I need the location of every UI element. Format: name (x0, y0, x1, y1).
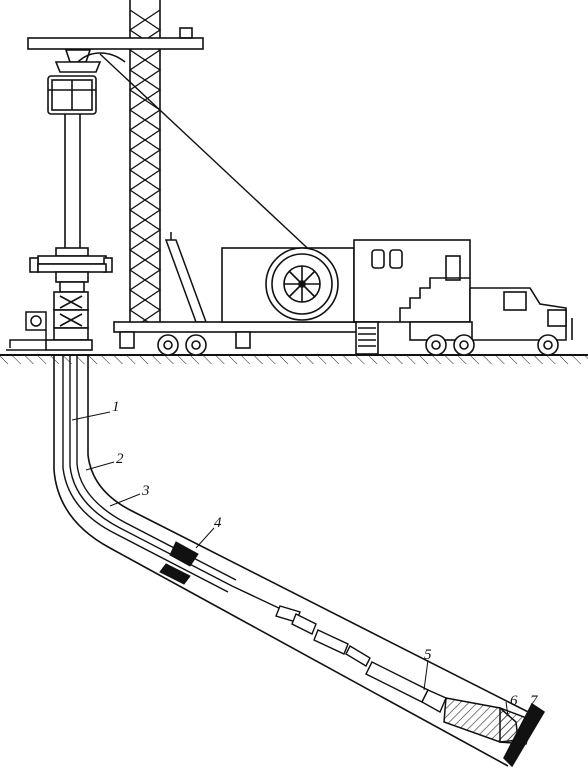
injector-head (47, 49, 126, 115)
guy-cable (99, 53, 319, 259)
label-2: 2 (116, 451, 124, 467)
mast-lift-cylinder (164, 232, 208, 323)
packers (159, 541, 199, 585)
tubing-vertical (64, 114, 81, 248)
label-5: 5 (424, 647, 432, 663)
label-3: 3 (142, 483, 150, 499)
label-leaders (71, 411, 535, 721)
trailer-deck (113, 321, 365, 349)
truck-cab-module (353, 239, 471, 355)
label-4: 4 (214, 515, 222, 531)
reel-housing (221, 247, 355, 323)
label-7: 7 (530, 693, 538, 709)
derrick-mast (27, 0, 204, 331)
label-1: 1 (112, 399, 120, 415)
downhole-tool-string (275, 605, 447, 713)
control-panel-box (6, 311, 47, 351)
truck-tractor (409, 287, 573, 341)
ground-surface (0, 354, 588, 364)
blowout-preventer-stack (29, 247, 113, 351)
wellbore-casing (53, 355, 541, 767)
label-6: 6 (510, 693, 518, 709)
tubing-string (62, 355, 301, 619)
drill-bit-assembly (443, 697, 546, 768)
truck-wheels (157, 334, 559, 356)
